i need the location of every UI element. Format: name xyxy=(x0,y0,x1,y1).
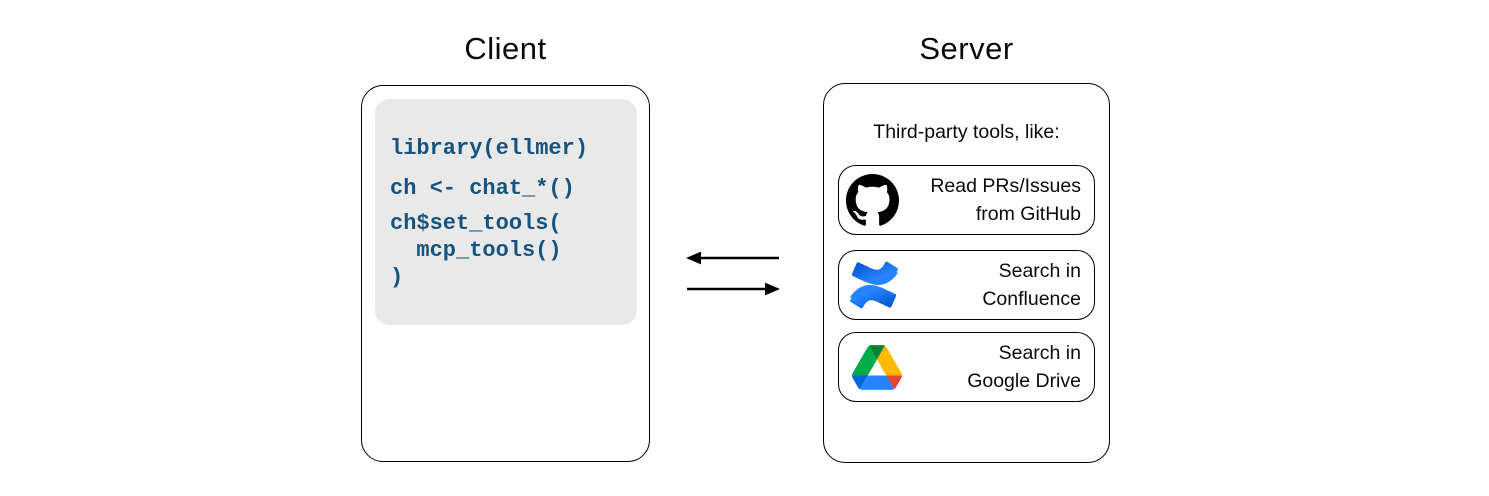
tool-label-google-drive: Search in Google Drive xyxy=(967,339,1081,395)
tool-label-line2: Google Drive xyxy=(967,370,1081,392)
tool-label-confluence: Search in Confluence xyxy=(982,257,1081,313)
tool-label-line1: Search in xyxy=(998,342,1081,364)
code-line-3: ch$set_tools( xyxy=(390,211,562,236)
tool-box-google-drive: Search in Google Drive xyxy=(838,332,1095,402)
server-title: Server xyxy=(919,31,1014,66)
client-title: Client xyxy=(464,31,547,66)
github-icon xyxy=(846,173,899,227)
code-line-5: ) xyxy=(390,265,404,290)
tool-label-github: Read PRs/Issues from GitHub xyxy=(930,172,1081,228)
tool-label-line1: Read PRs/Issues xyxy=(930,175,1081,197)
server-box: Third-party tools, like: Read PRs/Issues… xyxy=(823,83,1110,463)
client-box: library(ellmer) ch <- chat_*() ch$set_to… xyxy=(361,85,650,462)
arrow-left-icon xyxy=(686,251,779,265)
arrow-right-icon xyxy=(687,282,780,296)
bidirectional-arrows xyxy=(686,251,780,296)
tool-label-line1: Search in xyxy=(998,260,1081,282)
server-subtitle: Third-party tools, like: xyxy=(873,121,1060,143)
code-block: library(ellmer) ch <- chat_*() ch$set_to… xyxy=(375,99,637,325)
confluence-icon xyxy=(846,261,899,309)
tool-box-github: Read PRs/Issues from GitHub xyxy=(838,165,1095,235)
google-drive-icon xyxy=(846,344,902,390)
code-line-1: library(ellmer) xyxy=(390,136,589,161)
code-line-2: ch <- chat_*() xyxy=(390,176,575,201)
tool-label-line2: Confluence xyxy=(982,288,1081,310)
tool-label-line2: from GitHub xyxy=(975,203,1081,225)
tool-box-confluence: Search in Confluence xyxy=(838,250,1095,320)
code-line-4: mcp_tools() xyxy=(390,238,562,263)
